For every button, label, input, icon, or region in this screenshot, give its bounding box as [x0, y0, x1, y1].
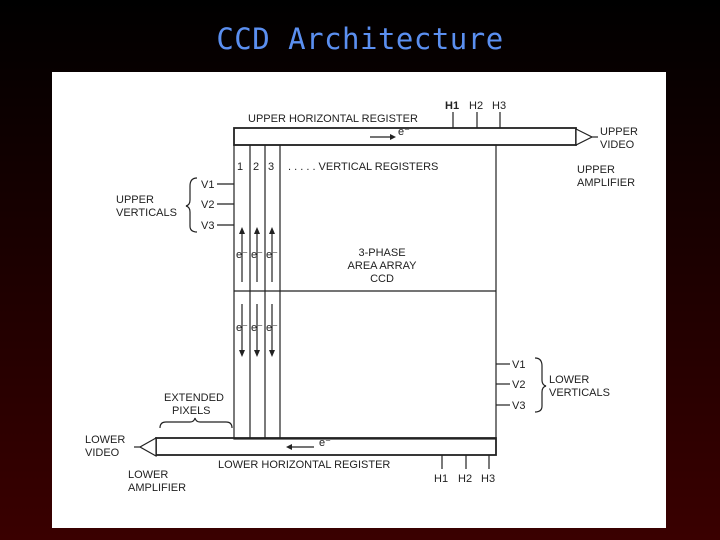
- upper-verticals-line1: UPPER: [116, 194, 154, 206]
- extended-pixels-line2: PIXELS: [172, 405, 211, 417]
- column-number-2: 2: [253, 161, 259, 173]
- lower-h3-label: H3: [481, 473, 495, 485]
- upper-register-electron: e⁻: [398, 126, 410, 138]
- ccd-diagram: UPPER HORIZONTAL REGISTER e⁻ H1 H2 H3 UP…: [85, 100, 638, 494]
- lower-v1-label: V1: [512, 359, 525, 371]
- column-3-electron-down: e⁻: [266, 322, 278, 334]
- column-number-1: 1: [237, 161, 243, 173]
- lower-v2-label: V2: [512, 379, 525, 391]
- lower-register-arrowhead: [286, 444, 292, 450]
- column-1-electron-down: e⁻: [236, 322, 248, 334]
- upper-verticals-line2: VERTICALS: [116, 207, 177, 219]
- upper-verticals-brace: [185, 177, 198, 233]
- lower-horizontal-register-label: LOWER HORIZONTAL REGISTER: [218, 459, 390, 471]
- upper-amplifier-line1: UPPER: [577, 164, 615, 176]
- upper-amplifier-line2: AMPLIFIER: [577, 177, 635, 189]
- lower-video-line1: LOWER: [85, 434, 125, 446]
- lower-h2-label: H2: [458, 473, 472, 485]
- lower-register-electron: e⁻: [319, 437, 331, 449]
- upper-h1-label: H1: [445, 100, 459, 112]
- lower-v3-label: V3: [512, 400, 525, 412]
- upper-v3-label: V3: [201, 220, 214, 232]
- upper-amplifier-icon: [575, 128, 594, 146]
- upper-h3-label: H3: [492, 100, 506, 112]
- array-label-line1: 3-PHASE: [358, 247, 405, 259]
- lower-verticals-brace: [534, 357, 547, 413]
- vertical-registers-label: . . . . . VERTICAL REGISTERS: [288, 161, 438, 173]
- lower-h1-label: H1: [434, 473, 448, 485]
- column-number-3: 3: [268, 161, 274, 173]
- array-label-line2: AREA ARRAY: [348, 260, 418, 272]
- upper-horizontal-register-label: UPPER HORIZONTAL REGISTER: [248, 113, 418, 125]
- column-1-electron-up: e⁻: [236, 249, 248, 261]
- ccd-diagram-panel: UPPER HORIZONTAL REGISTER e⁻ H1 H2 H3 UP…: [52, 72, 666, 528]
- upper-video-line2: VIDEO: [600, 139, 635, 151]
- lower-verticals-line2: VERTICALS: [549, 387, 610, 399]
- upper-v2-label: V2: [201, 199, 214, 211]
- column-3-electron-up: e⁻: [266, 249, 278, 261]
- lower-amplifier-line1: LOWER: [128, 469, 168, 481]
- extended-pixels-line1: EXTENDED: [164, 392, 224, 404]
- ccd-array-box: [233, 144, 497, 440]
- lower-verticals-line1: LOWER: [549, 374, 589, 386]
- array-label-line3: CCD: [370, 273, 394, 285]
- upper-h2-label: H2: [469, 100, 483, 112]
- upward-transfer-arrows: [239, 227, 275, 282]
- column-2-electron-down: e⁻: [251, 322, 263, 334]
- column-2-electron-up: e⁻: [251, 249, 263, 261]
- slide-title: CCD Architecture: [216, 22, 504, 56]
- lower-video-line2: VIDEO: [85, 447, 120, 459]
- upper-register-arrowhead: [390, 134, 396, 140]
- upper-v1-label: V1: [201, 179, 214, 191]
- extended-pixels-brace: [159, 417, 233, 429]
- lower-amplifier-icon: [138, 436, 157, 458]
- downward-transfer-arrows: [239, 304, 275, 357]
- lower-amplifier-line2: AMPLIFIER: [128, 482, 186, 494]
- upper-video-line1: UPPER: [600, 126, 638, 138]
